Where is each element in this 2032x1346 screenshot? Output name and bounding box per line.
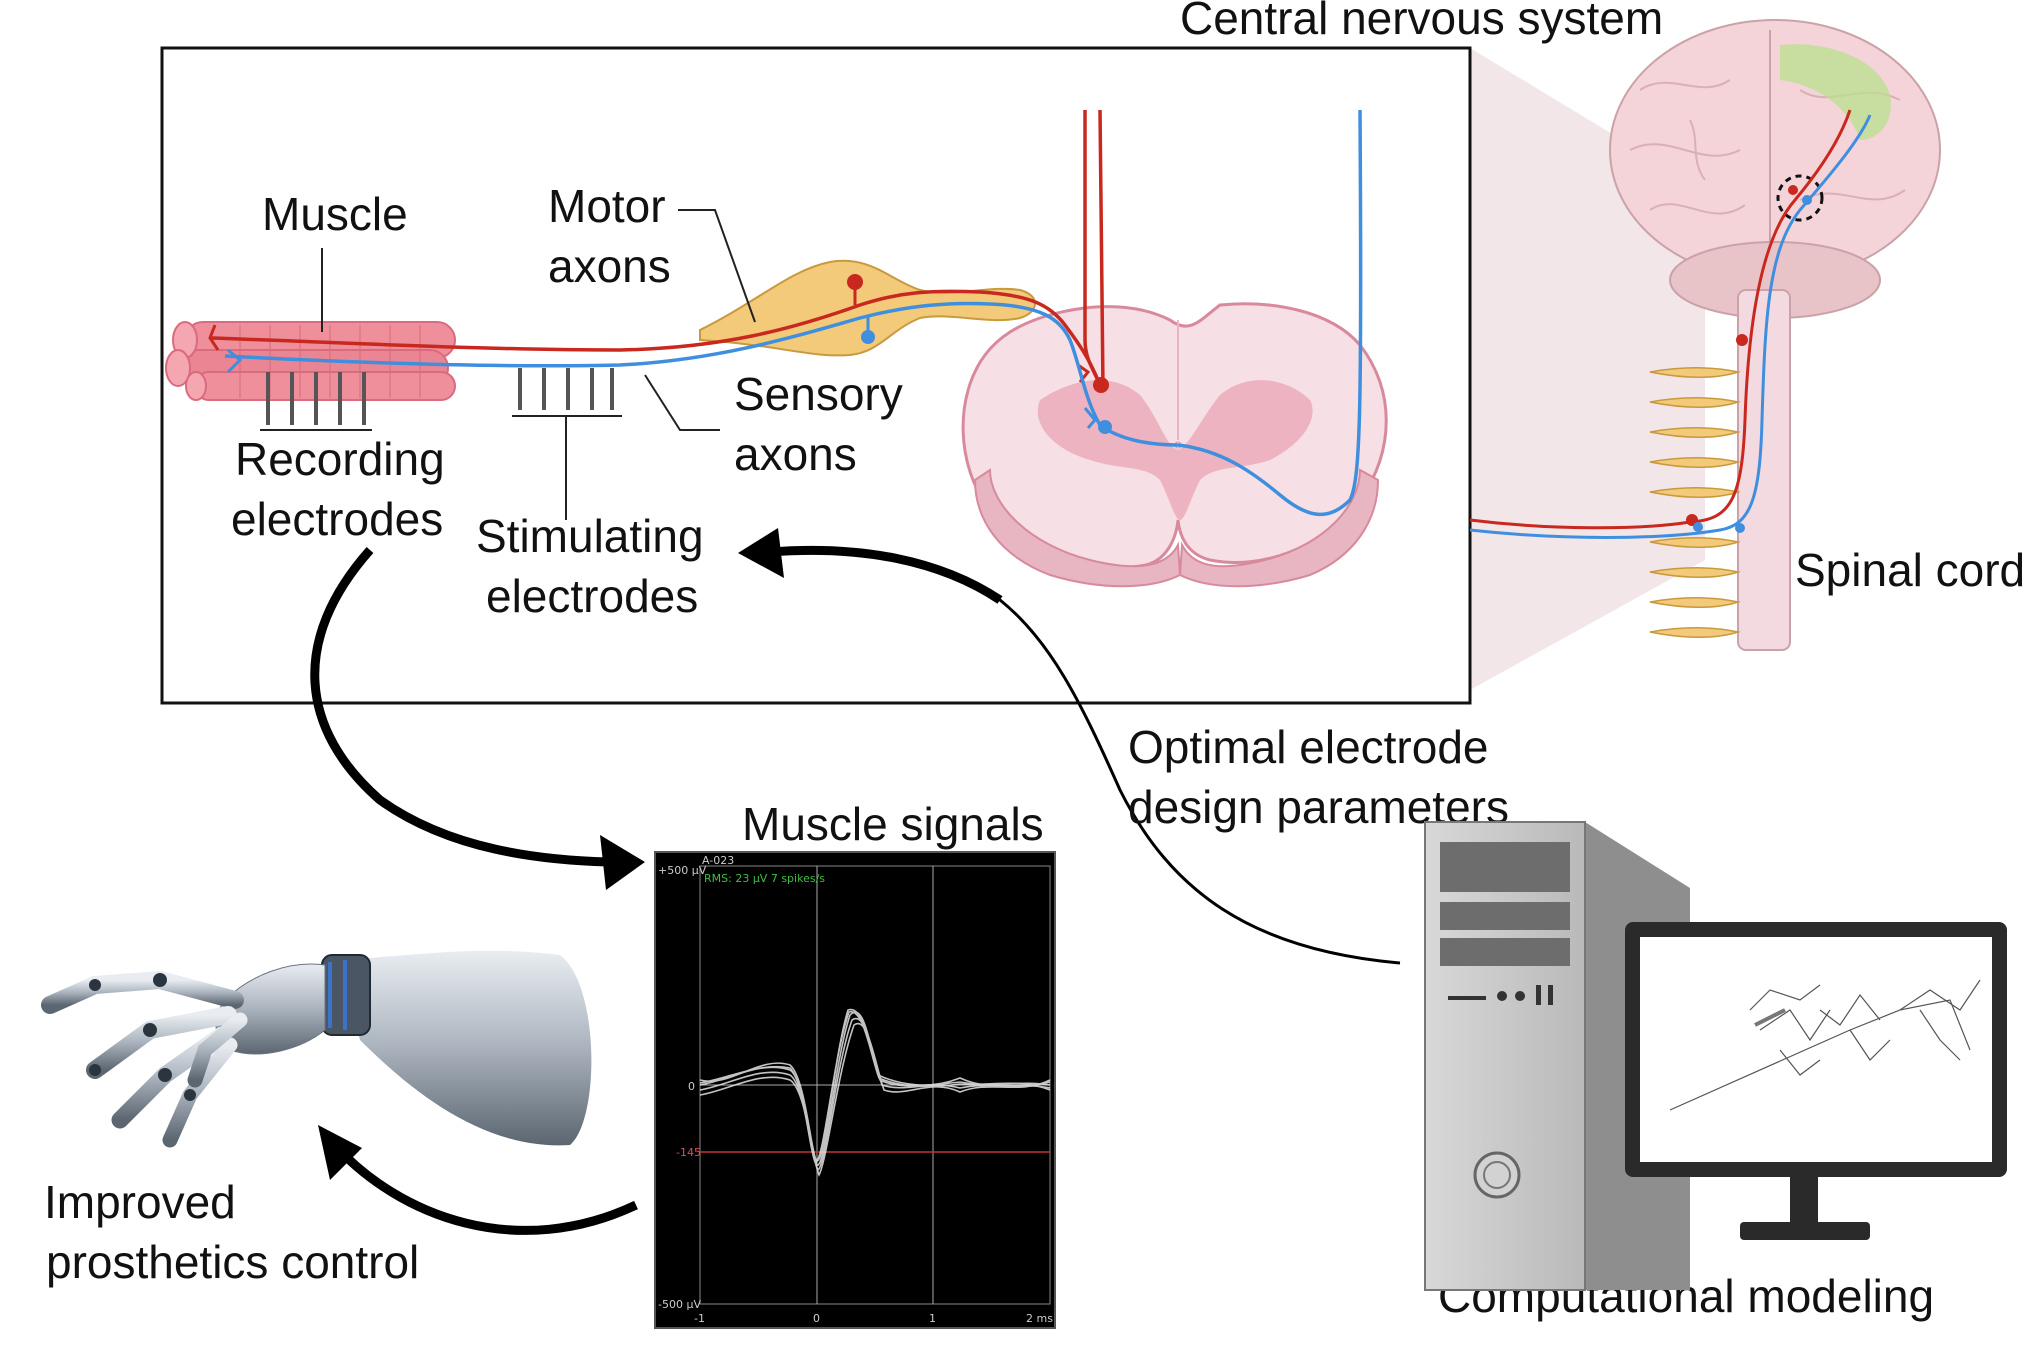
label-prosthetics-1: Improved xyxy=(44,1176,236,1228)
scope-x-tick-2: 1 xyxy=(929,1312,936,1325)
arrowhead-signals xyxy=(600,835,645,890)
computer xyxy=(1424,821,2007,1291)
scope-x-tick-3: 2 ms xyxy=(1026,1312,1053,1325)
spinal-cord-cross-section xyxy=(961,302,1388,588)
sensory-ganglion-dot xyxy=(861,330,875,344)
label-sensory-axons-2: axons xyxy=(734,428,857,480)
label-muscle-signals: Muscle signals xyxy=(742,798,1044,850)
neuron-model-render xyxy=(1669,979,1981,1111)
scope-x-tick-1: 0 xyxy=(813,1312,820,1325)
waveform-overlay xyxy=(699,1008,1051,1177)
label-cns: Central nervous system xyxy=(1180,0,1663,44)
scope-y-threshold: -145 xyxy=(676,1146,701,1159)
label-stimulating-1: Stimulating xyxy=(476,510,704,562)
muscle-bundle xyxy=(165,321,456,401)
label-prosthetics-2: prosthetics control xyxy=(46,1236,419,1288)
power-button xyxy=(1473,1151,1521,1199)
monitor-screen xyxy=(1640,937,1992,1162)
brain xyxy=(1609,19,1941,319)
motor-neuron-soma xyxy=(1093,377,1109,393)
label-optimal-1: Optimal electrode xyxy=(1128,721,1489,773)
sensory-dot-cord xyxy=(1098,420,1112,434)
scope-y-zero: 0 xyxy=(688,1080,695,1093)
muscle-signal-scope: A-023 RMS: 23 µV 7 spikes/s +500 µV 0 -1… xyxy=(654,851,1056,1329)
scope-channel: A-023 xyxy=(702,854,734,867)
label-muscle: Muscle xyxy=(262,188,408,240)
synapse-highlight-circle xyxy=(1776,174,1824,222)
computer-tower xyxy=(1424,821,1586,1291)
label-motor-axons-1: Motor xyxy=(548,180,666,232)
label-sensory-axons-1: Sensory xyxy=(734,368,903,420)
spine xyxy=(1469,109,1872,651)
recording-electrodes xyxy=(260,372,372,431)
label-motor-axons-2: axons xyxy=(548,240,671,292)
arrowhead-electrodes xyxy=(738,528,784,578)
label-recording-1: Recording xyxy=(235,433,445,485)
label-spinal-cord: Spinal cord xyxy=(1795,544,2025,596)
arrow-model-thick xyxy=(769,545,1003,604)
label-recording-2: electrodes xyxy=(231,493,443,545)
arrow-signals-to-prosthetic xyxy=(326,1137,638,1235)
arrowhead-prosthetic xyxy=(318,1125,362,1180)
motor-cortex-highlight xyxy=(1780,44,1891,141)
flow-arrows xyxy=(310,545,1401,1235)
motor-ganglion-dot xyxy=(847,274,863,290)
scope-y-top: +500 µV xyxy=(658,864,707,877)
arrow-recording-to-signals xyxy=(310,547,609,867)
label-stimulating-2: electrodes xyxy=(486,570,698,622)
sensory-axon xyxy=(224,109,1363,517)
motor-axon xyxy=(211,109,1105,393)
scope-stats: RMS: 23 µV 7 spikes/s xyxy=(704,872,825,885)
scope-y-bottom: -500 µV xyxy=(658,1298,701,1311)
scope-x-tick-0: -1 xyxy=(694,1312,705,1325)
stimulating-electrodes xyxy=(512,368,622,520)
robotic-arm xyxy=(41,950,592,1148)
